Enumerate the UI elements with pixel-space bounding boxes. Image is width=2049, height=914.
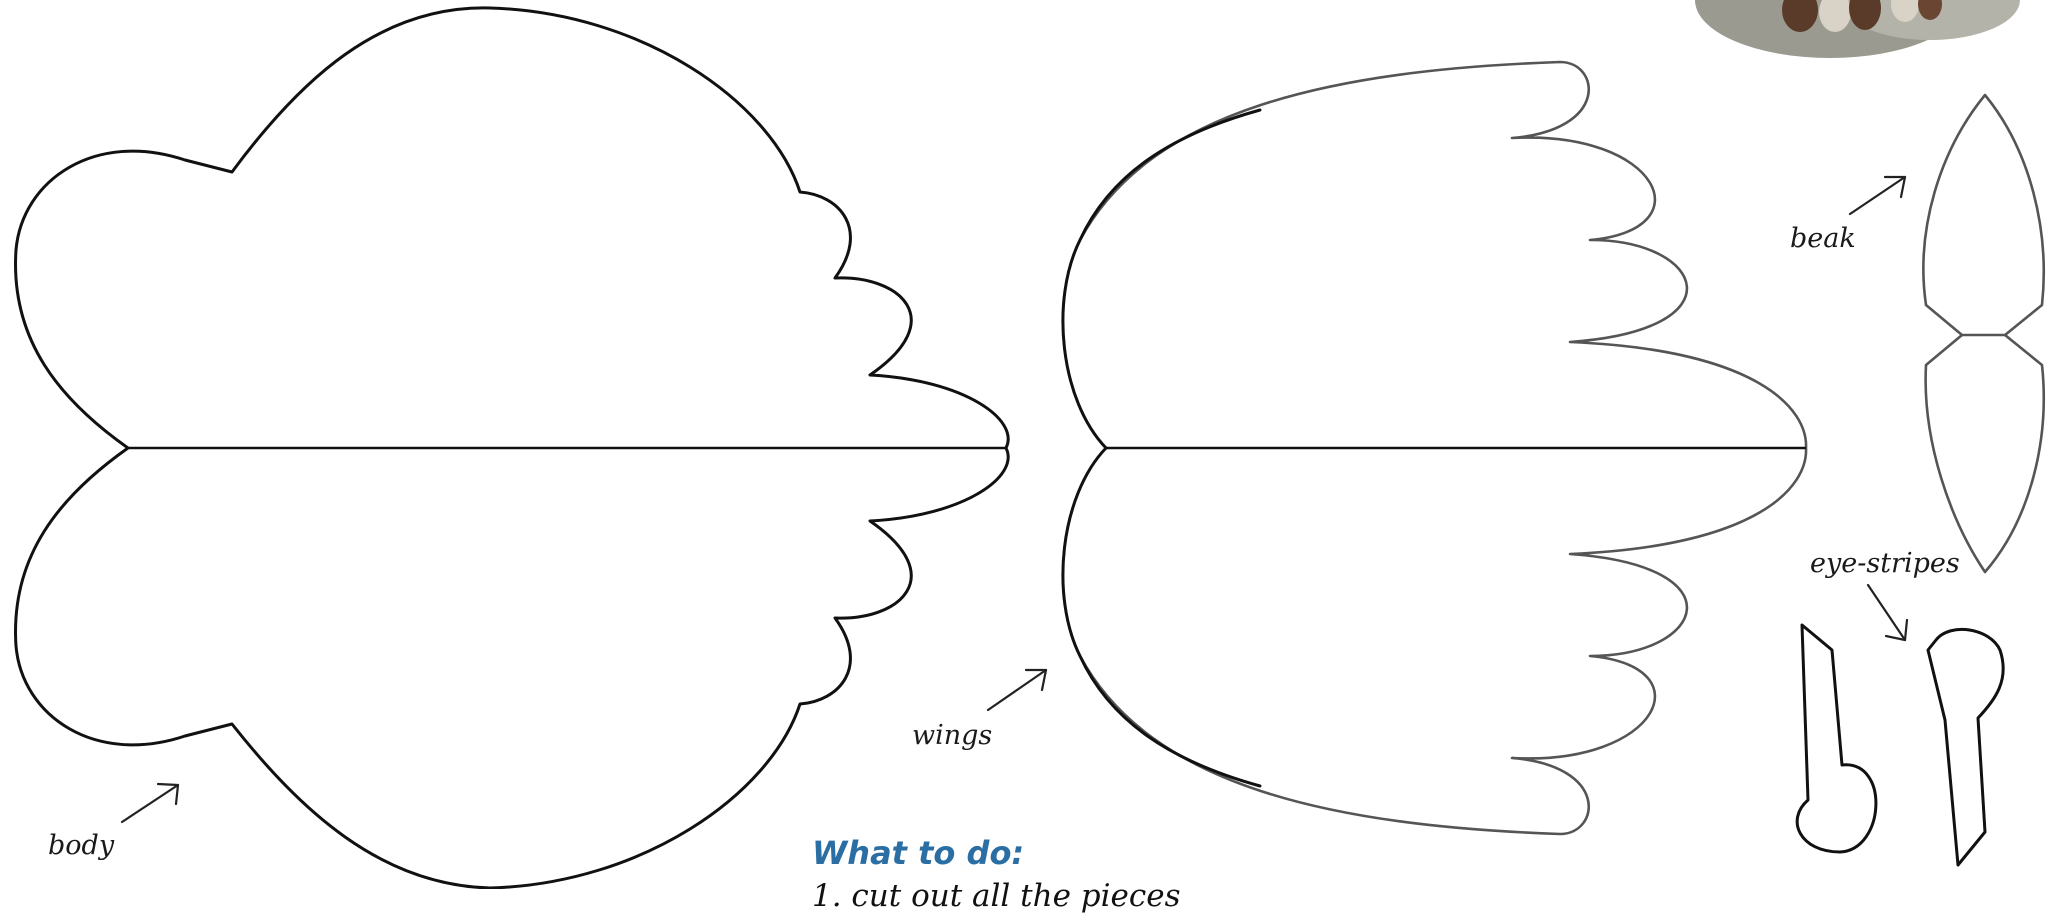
wings-label: wings [912, 720, 992, 751]
wings-leading-edge-lower [1063, 448, 1260, 786]
finished-craft-photo [1695, 0, 2020, 58]
beak-piece [1923, 95, 2043, 572]
beak-outline [1923, 95, 2043, 335]
eye-stripes-arrow-icon [1868, 585, 1907, 640]
wings-arrow-icon [988, 670, 1046, 710]
eye-stripes-piece [1797, 625, 2003, 865]
body-label: body [48, 830, 114, 861]
instructions: What to do: 1. cut out all the pieces [812, 834, 1181, 914]
beak-arrow-icon [1850, 177, 1905, 214]
body-arrow-icon [122, 784, 178, 822]
craft-template [0, 0, 2049, 889]
instructions-step-1: 1. cut out all the pieces [812, 878, 1181, 914]
eye-stripe-right [1928, 629, 2003, 865]
body-piece [16, 8, 1009, 888]
eye-stripe-left [1797, 625, 1876, 852]
instructions-title: What to do: [812, 834, 1181, 872]
beak-outline-lower [1926, 335, 2044, 572]
wings-piece [1063, 62, 1806, 834]
eye-stripes-label: eye-stripes [1810, 548, 1960, 579]
beak-label: beak [1790, 223, 1856, 254]
wings-leading-edge [1063, 110, 1260, 448]
